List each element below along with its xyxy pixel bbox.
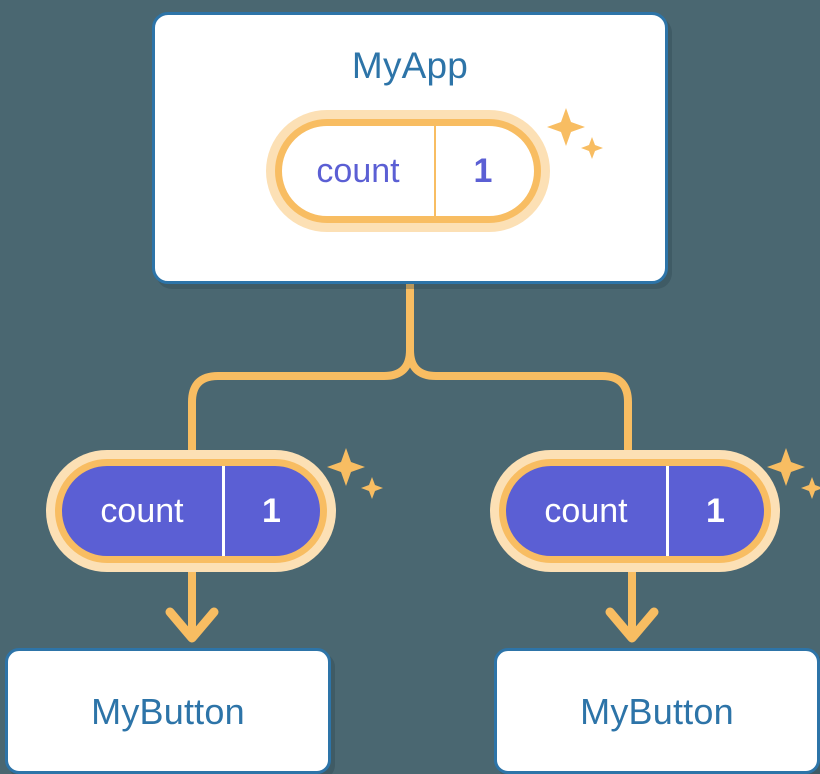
state-pill-right-inner: count 1 (499, 459, 771, 563)
state-value: 1 (222, 466, 318, 556)
arrow-left-head (165, 607, 219, 643)
connector-branch-right (406, 346, 632, 456)
page-title: MyApp (351, 45, 469, 86)
state-pill-root-inner: count 1 (275, 119, 541, 223)
state-pill-root[interactable]: count 1 (266, 110, 550, 232)
state-pill-left-inner: count 1 (55, 459, 327, 563)
state-key: count (316, 151, 400, 190)
sparkle-icon (327, 448, 365, 486)
component-label: MyButton (580, 691, 734, 732)
state-key: count (100, 491, 184, 530)
arrow-right-head (605, 607, 659, 643)
component-card-mybutton-left[interactable]: MyButton (5, 648, 331, 774)
component-card-mybutton-right[interactable]: MyButton (494, 648, 820, 774)
sparkle-icon (361, 477, 383, 499)
sparkle-icon (801, 477, 820, 499)
state-value: 1 (434, 126, 530, 216)
connector-branch-left (188, 346, 414, 456)
state-key: count (544, 491, 628, 530)
component-label: MyButton (91, 691, 245, 732)
sparkle-icon (767, 448, 805, 486)
state-value: 1 (666, 466, 762, 556)
state-pill-right[interactable]: count 1 (490, 450, 780, 572)
state-pill-left[interactable]: count 1 (46, 450, 336, 572)
